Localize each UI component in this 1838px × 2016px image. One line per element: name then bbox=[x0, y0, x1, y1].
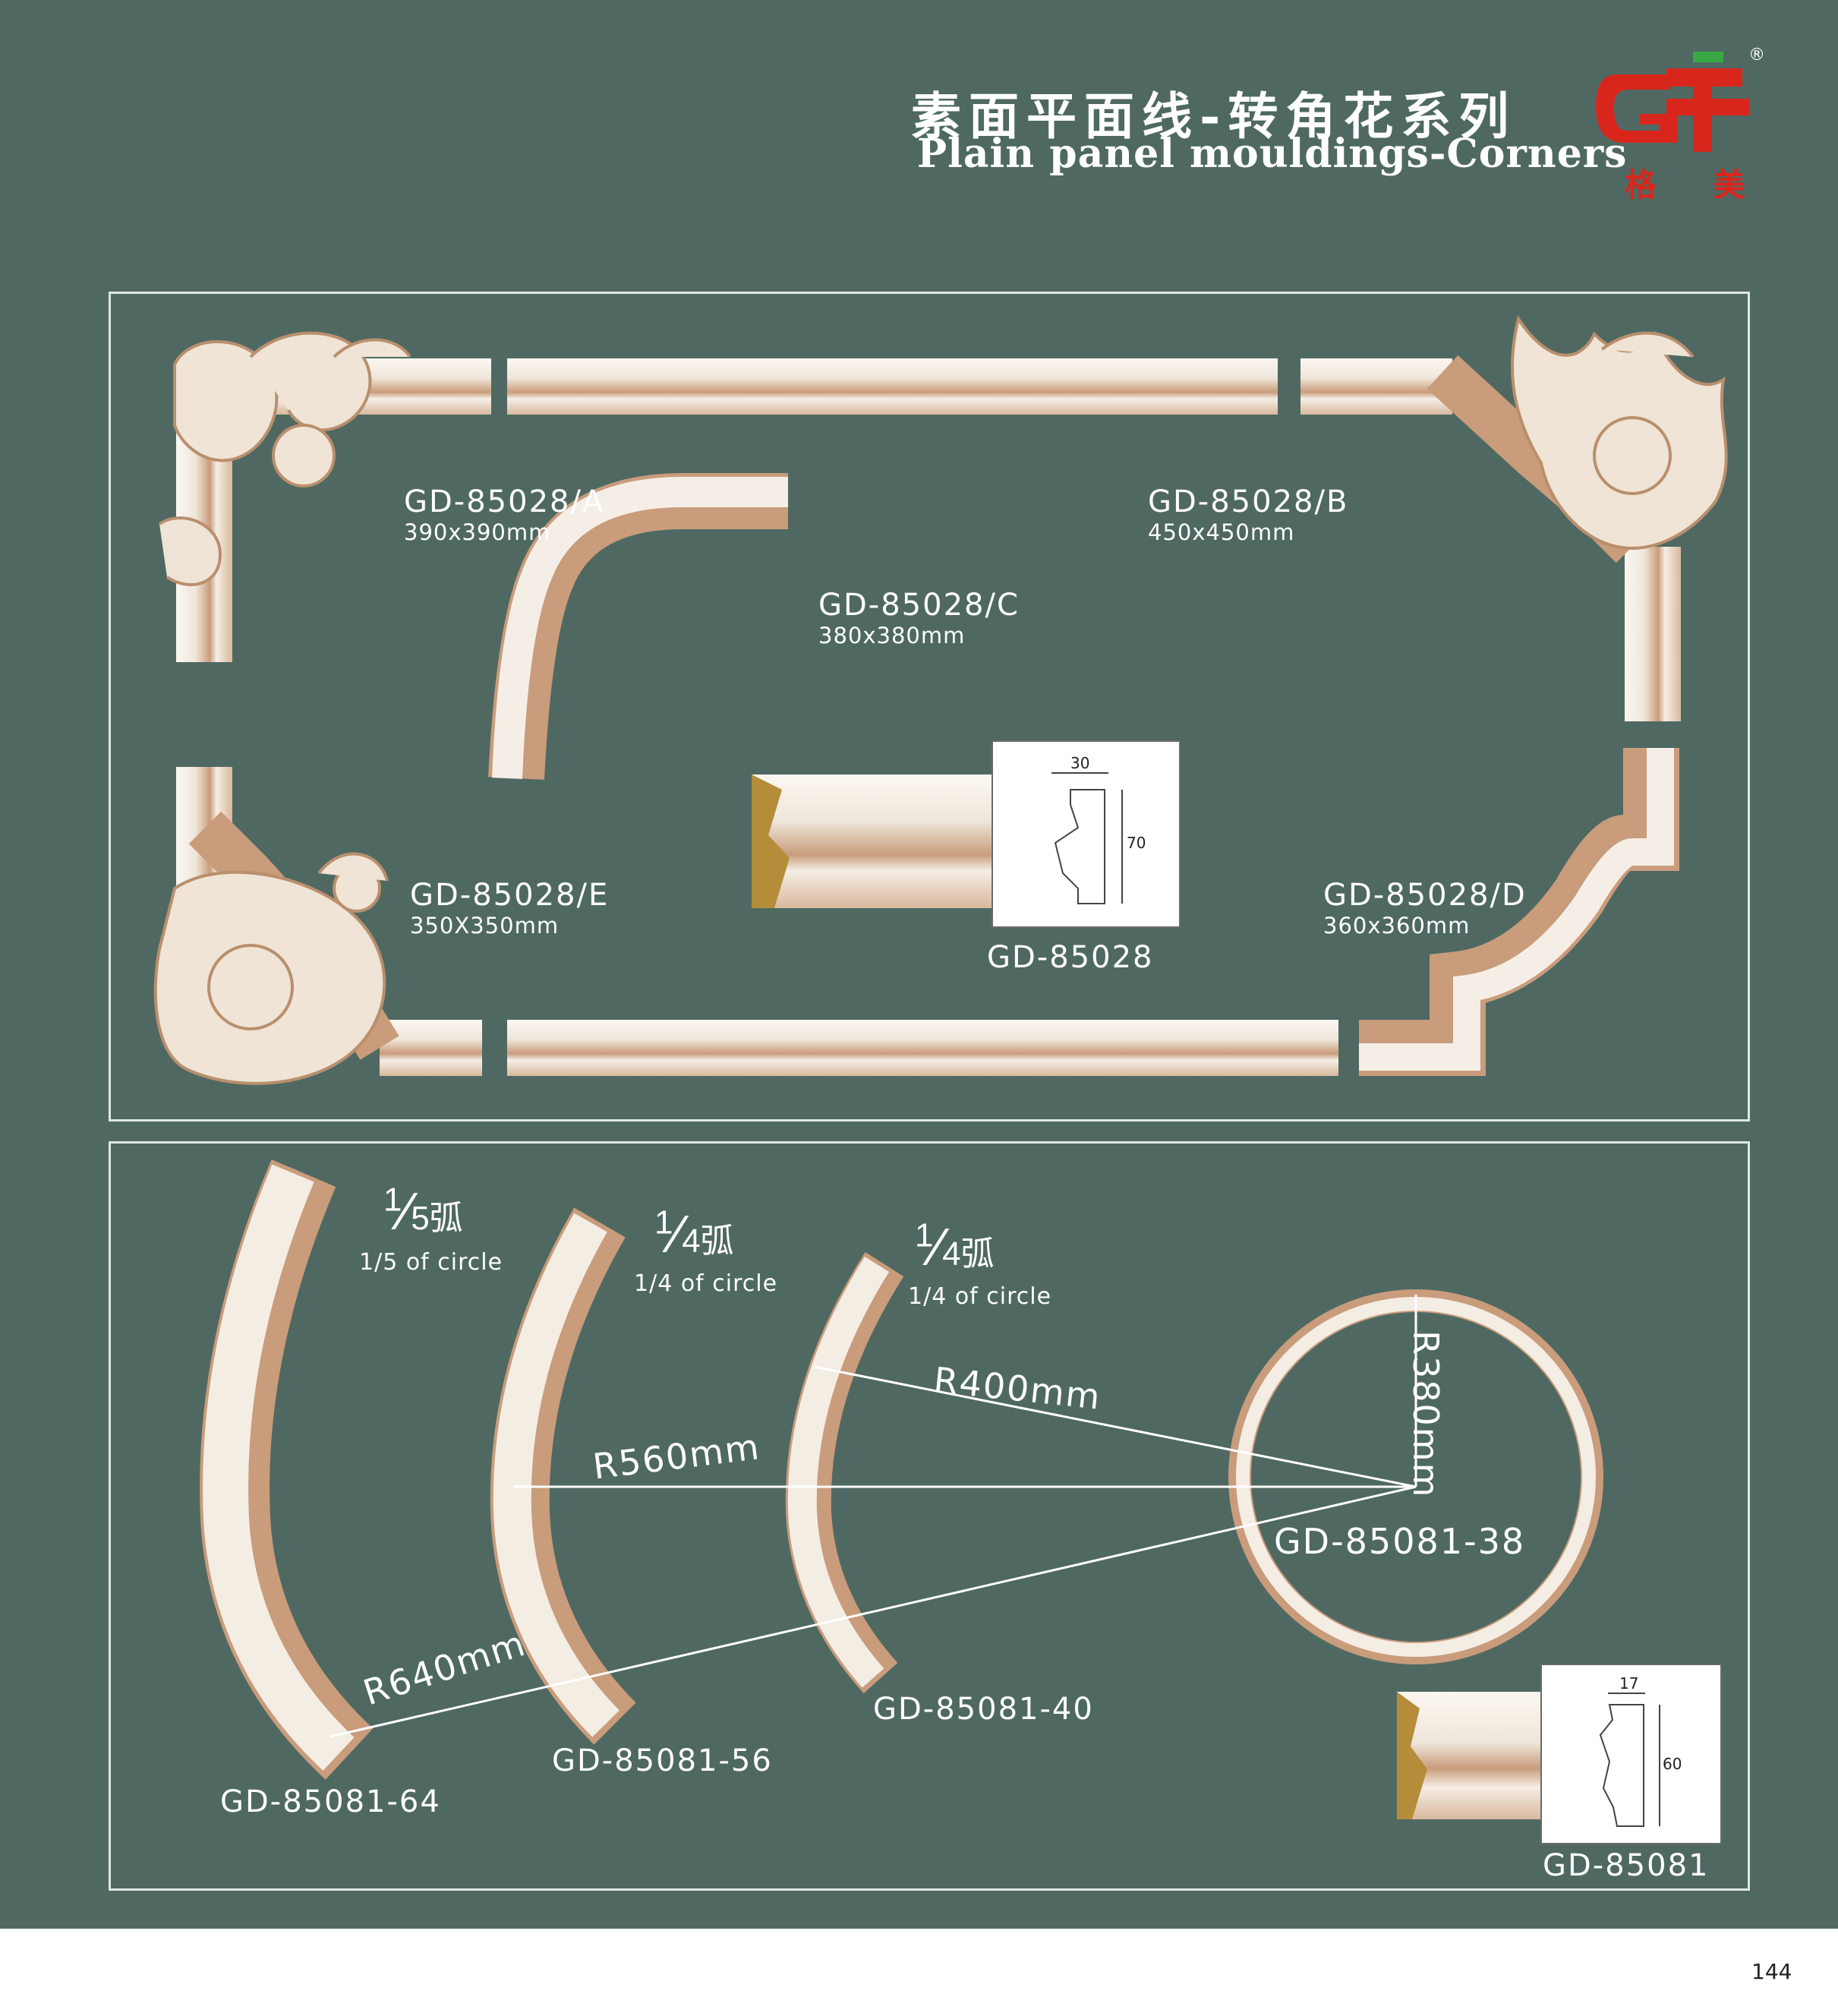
profile-85028-code: GD-85028 bbox=[987, 940, 1154, 975]
corner-e-code: GD-85028/E bbox=[410, 878, 610, 913]
arc-64-fraction: 1⁄5弧 bbox=[383, 1181, 463, 1241]
profile-85081-strip bbox=[1397, 1692, 1541, 1819]
title-chinese: 素面平面线-转角花系列 bbox=[911, 87, 1517, 146]
arc-40-fraction: 1⁄4弧 bbox=[915, 1216, 995, 1276]
radius-line-640 bbox=[329, 1485, 1417, 1738]
corner-e-size: 350X350mm bbox=[410, 913, 560, 939]
corners-panel bbox=[109, 292, 1750, 1122]
corner-c-label: GD-85028/C 380x380mm bbox=[818, 588, 1020, 648]
top-rail-moulding bbox=[507, 358, 1278, 415]
catalog-page: 素面平面线-转角花系列 Plain panel mouldings-Corner… bbox=[0, 0, 1838, 1929]
bottom-rail-moulding bbox=[507, 1020, 1338, 1076]
corner-a-size: 390x390mm bbox=[404, 519, 551, 545]
profile-85081-height-label: 60 bbox=[1663, 1755, 1682, 1773]
profile-85081-code: GD-85081 bbox=[1543, 1848, 1710, 1883]
profile-85028-width-label: 30 bbox=[1070, 754, 1089, 772]
profile-85028-strip bbox=[752, 775, 995, 908]
profile-85081-width-label: 17 bbox=[1619, 1674, 1638, 1693]
arcs-artwork: 17 60 bbox=[200, 1159, 1722, 1844]
brand-logo: ® 格 美 bbox=[1587, 46, 1769, 203]
arcs-panel bbox=[109, 1141, 1750, 1891]
corner-b-code: GD-85028/B bbox=[1148, 484, 1349, 519]
arc-40-fraction-label: 1/4 of circle bbox=[908, 1283, 1052, 1310]
corner-d-label: GD-85028/D 360x360mm bbox=[1323, 878, 1527, 939]
corner-a-moulding bbox=[158, 331, 491, 662]
arc-56-fraction-label: 1/4 of circle bbox=[634, 1270, 778, 1297]
corner-e-label: GD-85028/E 350X350mm bbox=[410, 878, 609, 939]
corner-c-moulding bbox=[488, 473, 788, 780]
arc-56-code: GD-85081-56 bbox=[552, 1743, 773, 1778]
corner-a-label: GD-85028/A 390x390mm bbox=[404, 484, 604, 545]
arc-64-code: GD-85081-64 bbox=[220, 1784, 441, 1819]
arc-56-fraction: 1⁄4弧 bbox=[654, 1204, 734, 1264]
corner-d-size: 360x360mm bbox=[1323, 913, 1471, 939]
corner-e-moulding bbox=[153, 767, 482, 1085]
radius-380-label: R380mm bbox=[1405, 1330, 1446, 1499]
corner-d-code: GD-85028/D bbox=[1323, 878, 1527, 913]
corner-b-size: 450x450mm bbox=[1148, 519, 1295, 545]
logo-text: 格 美 bbox=[1625, 166, 1768, 203]
logo-mark-icon bbox=[1596, 52, 1750, 152]
radius-line-400 bbox=[814, 1365, 1417, 1488]
corner-a-code: GD-85028/A bbox=[404, 484, 605, 519]
title-english: Plain panel mouldings-Corners bbox=[917, 131, 1628, 177]
arc-40-code: GD-85081-40 bbox=[873, 1692, 1094, 1727]
corner-b-label: GD-85028/B 450x450mm bbox=[1148, 484, 1348, 545]
circle-38-code: GD-85081-38 bbox=[1274, 1521, 1526, 1562]
corner-b-moulding bbox=[1300, 315, 1728, 721]
profile-85028-height-label: 70 bbox=[1127, 834, 1146, 852]
registered-mark: ® bbox=[1748, 46, 1765, 65]
corner-c-code: GD-85028/C bbox=[818, 588, 1020, 623]
page-number: 144 bbox=[1751, 1959, 1792, 1984]
corner-c-size: 380x380mm bbox=[818, 623, 966, 648]
arc-64-fraction-label: 1/5 of circle bbox=[359, 1249, 503, 1276]
corners-artwork: 30 70 bbox=[153, 315, 1728, 1085]
corner-d-moulding bbox=[1359, 748, 1679, 1076]
